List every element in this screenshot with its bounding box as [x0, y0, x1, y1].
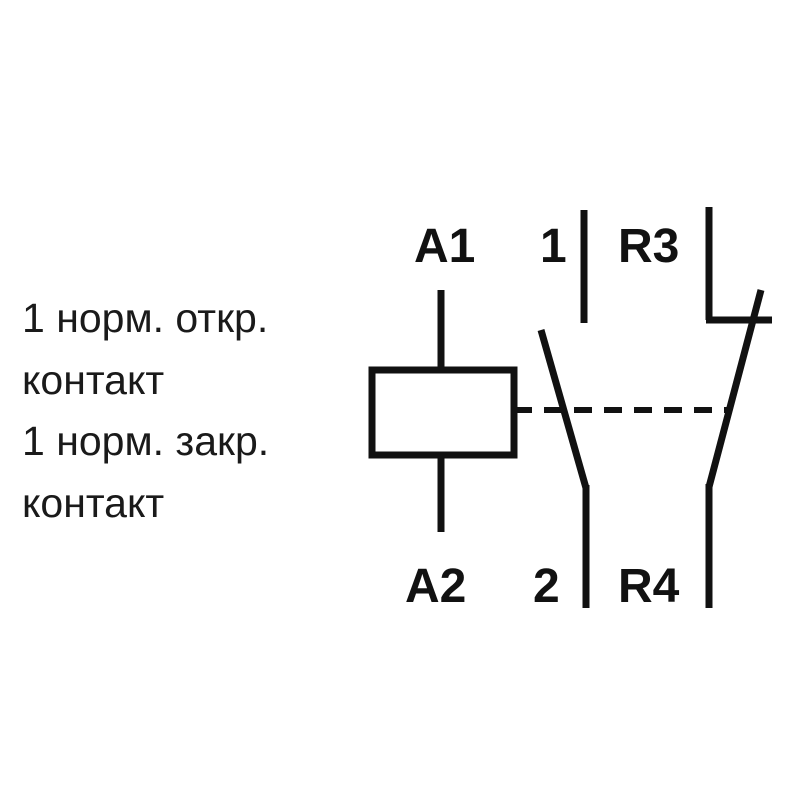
- terminal-label-2: 2: [533, 560, 560, 613]
- description-line-2: контакт: [22, 356, 165, 403]
- description-line-1: 1 норм. откр.: [22, 295, 269, 341]
- terminal-label-r3: R3: [618, 220, 679, 273]
- terminal-label-a1: A1: [414, 220, 475, 273]
- relay-coil: [368, 366, 518, 459]
- nc-contact-blade: [705, 289, 765, 488]
- description-line-4: контакт: [22, 479, 165, 526]
- description-line-3: 1 норм. закр.: [22, 418, 270, 464]
- terminal-label-a2: A2: [405, 560, 466, 613]
- terminal-label-1: 1: [540, 220, 567, 273]
- terminal-label-r4: R4: [618, 560, 680, 613]
- no-contact-blade: [537, 329, 590, 489]
- contact-description: 1 норм. откр. контакт 1 норм. закр. конт…: [22, 288, 352, 534]
